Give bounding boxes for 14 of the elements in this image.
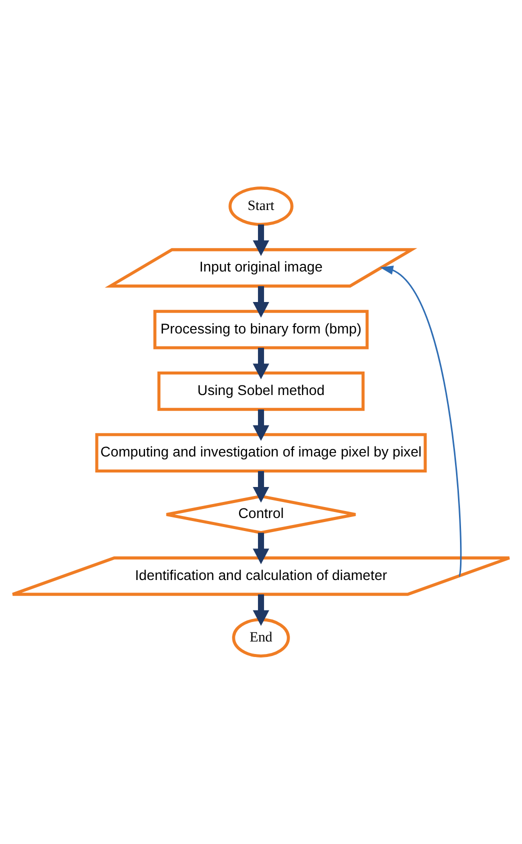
node-box: Using Sobel method	[157, 371, 365, 411]
arrow	[252, 409, 270, 441]
arrow	[252, 532, 270, 564]
node-diamond: Control	[165, 494, 357, 534]
node-box: Processing to binary form (bmp)	[153, 310, 369, 350]
arrow	[252, 286, 270, 318]
arrow	[252, 471, 270, 503]
arrow	[252, 224, 270, 256]
node-ellipse: End	[232, 618, 290, 658]
node-ellipse: Start	[228, 186, 294, 226]
arrow	[380, 266, 462, 576]
arrow	[252, 348, 270, 380]
arrow	[252, 594, 270, 626]
node-box: Computing and investigation of image pixel by pixel	[95, 433, 427, 473]
